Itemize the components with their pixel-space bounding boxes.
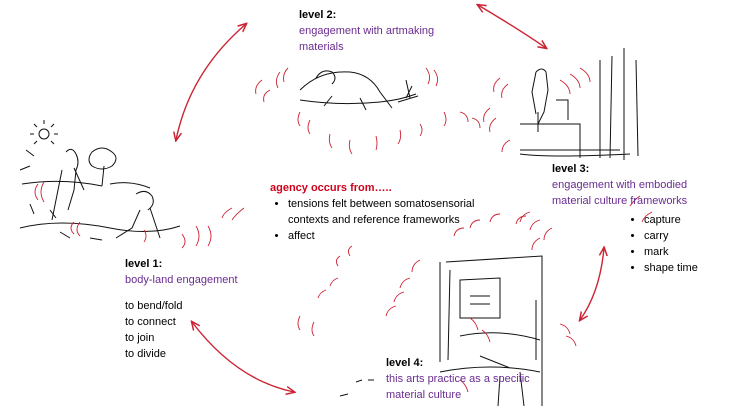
agency-bullet: tensions felt between somatosensorial co… bbox=[288, 196, 475, 228]
level3-bullet: carry bbox=[644, 228, 698, 244]
agency-bullet1-line1: tensions felt between somatosensorial bbox=[288, 198, 475, 210]
level2-subtitle-line1: engagement with artmaking bbox=[299, 25, 435, 37]
arrow-level3-level4 bbox=[580, 248, 604, 320]
level1-verb: to join bbox=[125, 332, 155, 344]
agency-bullet1-line2: contexts and reference frameworks bbox=[288, 214, 460, 226]
arrow-level4-level1 bbox=[192, 322, 294, 392]
level3-subtitle-line2: material culture frameworks bbox=[552, 195, 688, 207]
level3-bullet-list: capture carry mark shape time bbox=[626, 212, 698, 276]
sketch-level1-figures bbox=[19, 120, 181, 241]
level1-verb: to connect bbox=[125, 316, 176, 328]
level3-bullet: shape time bbox=[644, 260, 698, 276]
level4-title: level 4: bbox=[386, 357, 424, 369]
arrow-level2-level3 bbox=[478, 5, 546, 48]
level3-label: level 3: engagement with embodied materi… bbox=[552, 161, 687, 209]
level2-subtitle-line2: materials bbox=[299, 41, 344, 53]
level1-label: level 1: body-land engagement to bend/fo… bbox=[125, 256, 238, 362]
sketch-level2-figure bbox=[299, 70, 419, 111]
level1-subtitle: body-land engagement bbox=[125, 274, 238, 286]
level4-subtitle-line1: this arts practice as a specific bbox=[386, 373, 530, 385]
agency-bullet: affect bbox=[288, 228, 475, 244]
level3-bullet: mark bbox=[644, 244, 698, 260]
level3-bullet: capture bbox=[644, 212, 698, 228]
agency-block: agency occurs from….. tensions felt betw… bbox=[270, 180, 475, 244]
level1-verb: to divide bbox=[125, 348, 166, 360]
level3-subtitle-line1: engagement with embodied bbox=[552, 179, 688, 191]
level3-title: level 3: bbox=[552, 163, 590, 175]
vibration-marks bbox=[34, 67, 653, 393]
arrow-level1-level2 bbox=[176, 24, 246, 140]
sketch-level4-interior bbox=[339, 255, 543, 407]
level2-label: level 2: engagement with artmaking mater… bbox=[299, 7, 434, 55]
agency-heading: agency occurs from….. bbox=[270, 182, 392, 194]
sketch-level3-studio bbox=[519, 48, 639, 160]
level4-subtitle-line2: material culture bbox=[386, 389, 462, 401]
level1-verb: to bend/fold bbox=[125, 300, 183, 312]
level4-label: level 4: this arts practice as a specifi… bbox=[386, 355, 530, 403]
level1-title: level 1: bbox=[125, 258, 163, 270]
level2-title: level 2: bbox=[299, 9, 337, 21]
